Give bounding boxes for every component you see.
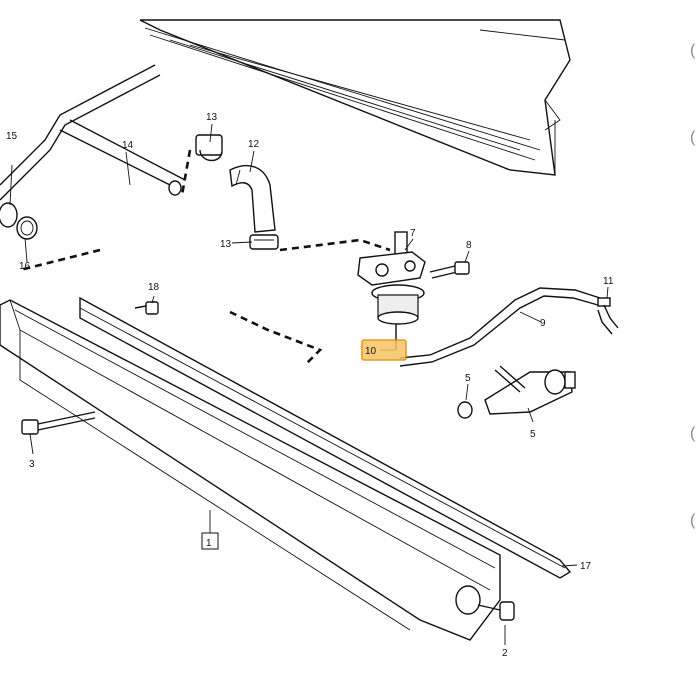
bolt-3 [21,411,96,435]
highlight-box-part-10 [361,339,407,361]
elbow-hose-12 [195,134,279,250]
callout-5-injector: 5 [530,429,536,440]
callout-15: 15 [6,131,18,142]
margin-mark: ( [690,425,696,442]
bracket-17 [79,296,572,579]
vacuum-line [0,64,186,201]
callout-8: 8 [466,240,472,251]
callout-1: 1 [206,538,212,549]
part-1-label-box [201,532,219,550]
callout-3: 3 [29,459,35,470]
fuel-rail-1 [0,299,515,641]
callout-13-bottom: 13 [220,239,232,250]
callout-16: 16 [19,261,31,272]
fuel-injector-5 [457,365,576,419]
callout-9: 9 [540,318,546,329]
bolt-8 [429,261,470,279]
fuel-line-9 [399,287,619,367]
callout-5-seal: 5 [465,373,471,384]
callout-7: 7 [410,228,416,239]
callout-12: 12 [248,139,260,150]
callout-13-top: 13 [206,112,218,123]
callout-18: 18 [148,282,160,293]
seal-ring-16 [0,202,38,240]
intake-manifold-upper [139,19,571,176]
callout-14: 14 [122,140,134,151]
fuel-pressure-regulator-7 [357,231,426,350]
margin-mark: ( [690,42,696,59]
callout-2: 2 [502,648,508,659]
callout-17: 17 [580,561,592,572]
margin-mark: ( [690,129,696,146]
callout-10: 10 [365,346,377,357]
bolt-18 [134,301,159,315]
vacuum-routing-dashed [19,149,391,366]
callout-11: 11 [603,276,614,287]
margin-mark: ( [690,512,696,529]
